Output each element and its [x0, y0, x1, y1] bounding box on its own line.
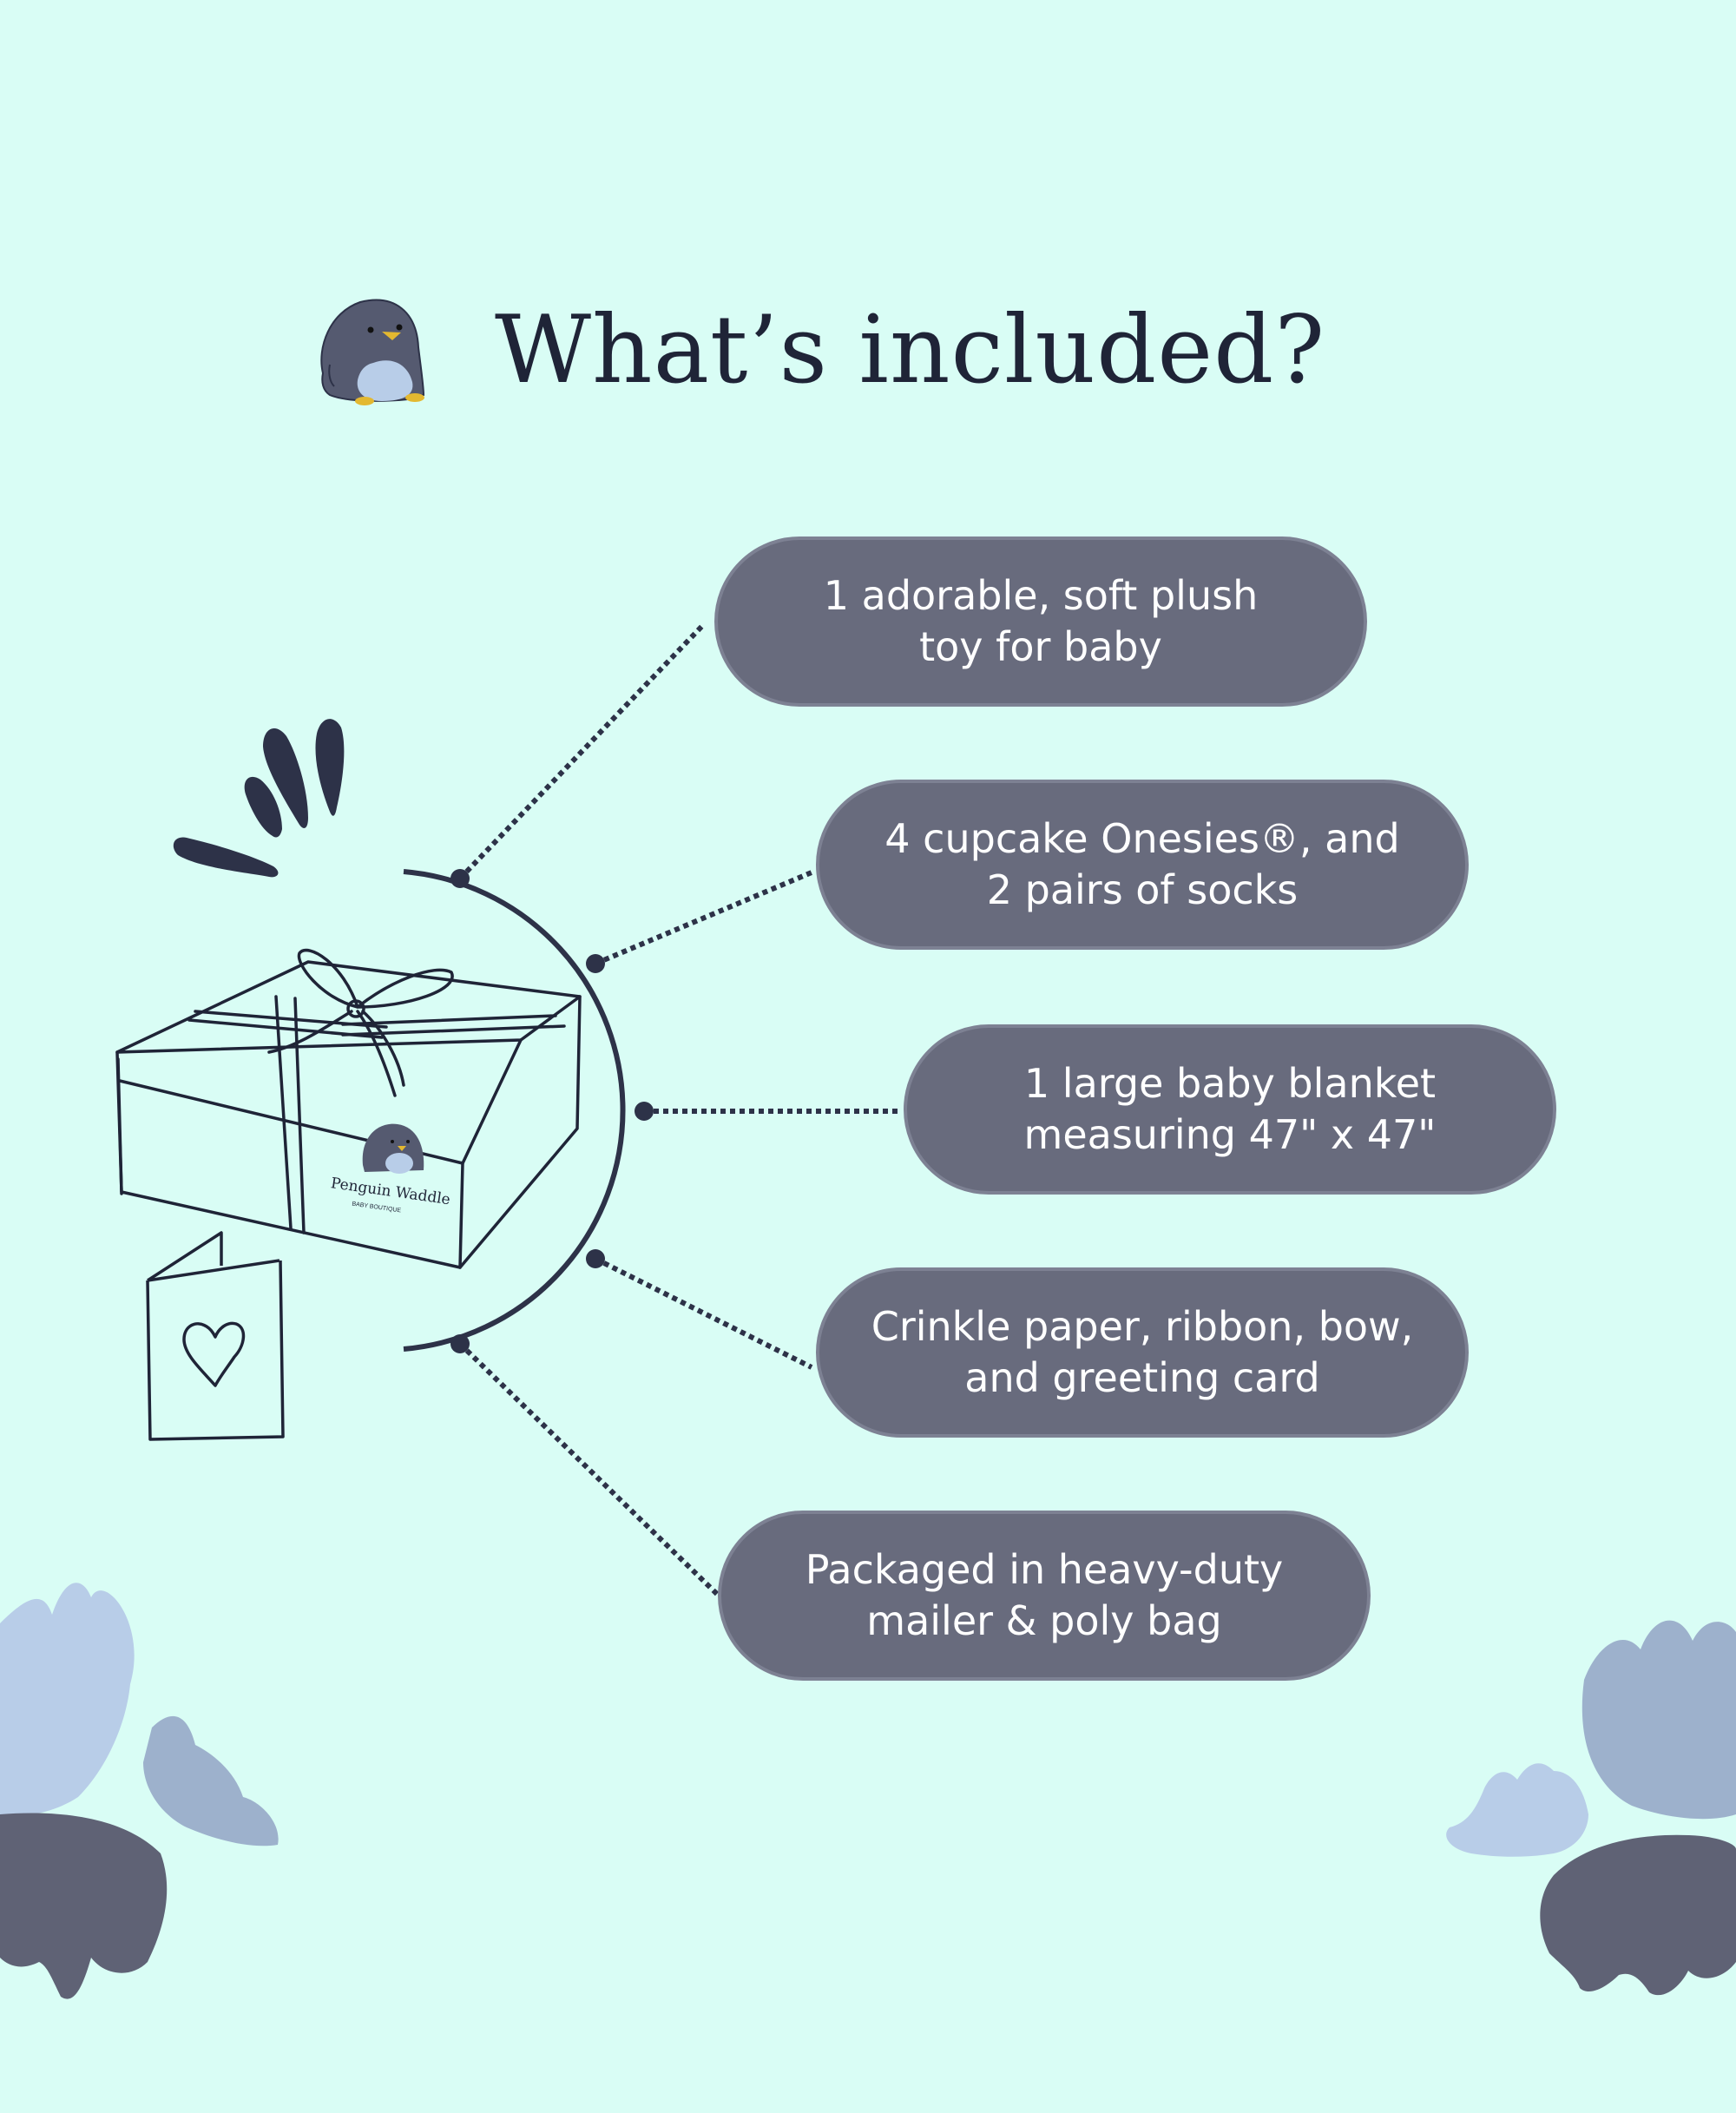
penguin-icon — [320, 299, 425, 405]
leaf-decoration-left-icon — [0, 1583, 279, 1999]
item-pill-2: 4 cupcake Onesies®, and 2 pairs of socks — [816, 780, 1469, 950]
item-text-3: 1 large baby blanket measuring 47" x 47" — [1023, 1060, 1437, 1158]
heart-icon — [182, 1321, 246, 1387]
item-text-2: 4 cupcake Onesies®, and 2 pairs of socks — [884, 815, 1400, 913]
box-brand-sublabel: BABY BOUTIQUE — [352, 1201, 402, 1214]
node-4 — [586, 1249, 605, 1268]
connector-4 — [594, 1256, 813, 1370]
item-pill-1: 1 adorable, soft plush toy for baby — [714, 536, 1367, 707]
item-text-1: 1 adorable, soft plush toy for baby — [823, 572, 1259, 670]
node-2 — [586, 954, 605, 973]
node-1 — [450, 869, 470, 888]
item-pill-3: 1 large baby blanket measuring 47" x 47" — [904, 1024, 1556, 1195]
leaf-decoration-right-icon — [1446, 1620, 1736, 1996]
greeting-card-icon — [146, 1231, 285, 1441]
item-pill-5: Packaged in heavy-duty mailer & poly bag — [718, 1511, 1371, 1681]
node-5 — [450, 1334, 470, 1353]
item-text-5: Packaged in heavy-duty mailer & poly bag — [805, 1546, 1284, 1644]
sparkle-strokes-icon — [173, 719, 345, 878]
gift-box-icon — [115, 948, 582, 1269]
connector-lines — [457, 622, 898, 1600]
connector-2 — [594, 870, 813, 966]
arc-line — [403, 869, 626, 1352]
item-text-4: Crinkle paper, ribbon, bow, and greeting… — [871, 1303, 1414, 1401]
box-brand-label: Penguin Waddle — [330, 1175, 451, 1208]
arc-nodes — [450, 869, 654, 1353]
item-pill-4: Crinkle paper, ribbon, bow, and greeting… — [816, 1267, 1469, 1438]
page-title: What’s included? — [495, 296, 1326, 405]
node-3 — [635, 1102, 654, 1121]
connector-5 — [457, 1341, 723, 1600]
connector-1 — [457, 622, 706, 881]
box-penguin-icon — [362, 1123, 424, 1174]
